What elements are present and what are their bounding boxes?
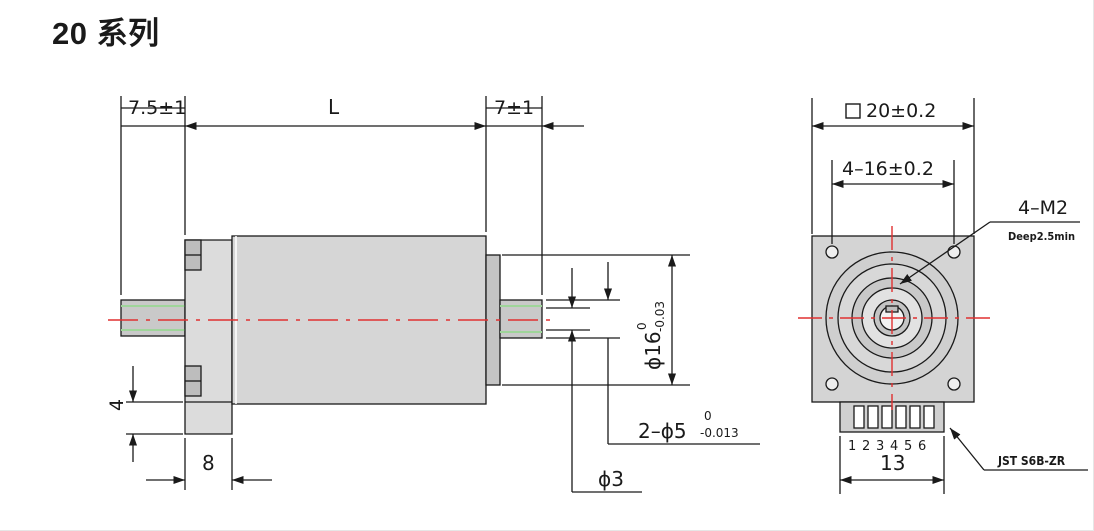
dim-flat-diameter: ϕ3: [598, 467, 624, 491]
pin-number: 4: [890, 439, 898, 454]
pin-number: 3: [876, 439, 884, 454]
dim-tab-width: 8: [202, 451, 215, 475]
end-view: [811, 98, 1088, 494]
svg-text:0: 0: [635, 322, 649, 330]
pin-number: 1: [848, 439, 856, 454]
dim-connector-width: 13: [880, 451, 905, 475]
page-title: 20 系列: [52, 16, 160, 51]
pin-numbers: 1 2 3 4 5 6: [848, 439, 926, 454]
pin-number: 2: [862, 439, 870, 454]
pin-number: 5: [904, 439, 912, 454]
mount-hole-br: [947, 377, 961, 391]
dim-front-shaft: 7±1: [494, 97, 534, 119]
hole-depth: Deep2.5min: [1008, 230, 1075, 243]
dim-flange-diameter: ϕ16 0 -0.03: [635, 301, 667, 370]
dim-hole-spacing: 4–16±0.2: [842, 158, 934, 180]
svg-text:2–ϕ5: 2–ϕ5: [638, 419, 687, 443]
mount-hole-tl: [825, 245, 839, 259]
svg-text:-0.03: -0.03: [653, 301, 667, 332]
hole-callout: 4–M2: [1018, 197, 1068, 219]
dim-tab-height: 4: [106, 399, 128, 411]
svg-text:0: 0: [704, 409, 712, 423]
dim-left-overhang: 7.5±1: [128, 97, 186, 119]
dim-square: 20±0.2: [866, 100, 936, 122]
dim-shaft-diameter: 2–ϕ5 0 -0.013: [638, 409, 739, 443]
connector-label: JST S6B-ZR: [997, 454, 1066, 468]
dim-body-length: L: [328, 95, 340, 119]
pin-number: 6: [918, 439, 926, 454]
end-center-lines: [798, 226, 990, 410]
mount-hole-bl: [825, 377, 839, 391]
svg-text:-0.013: -0.013: [700, 426, 739, 440]
svg-text:ϕ16: ϕ16: [641, 331, 665, 370]
mount-hole-tr: [947, 245, 961, 259]
